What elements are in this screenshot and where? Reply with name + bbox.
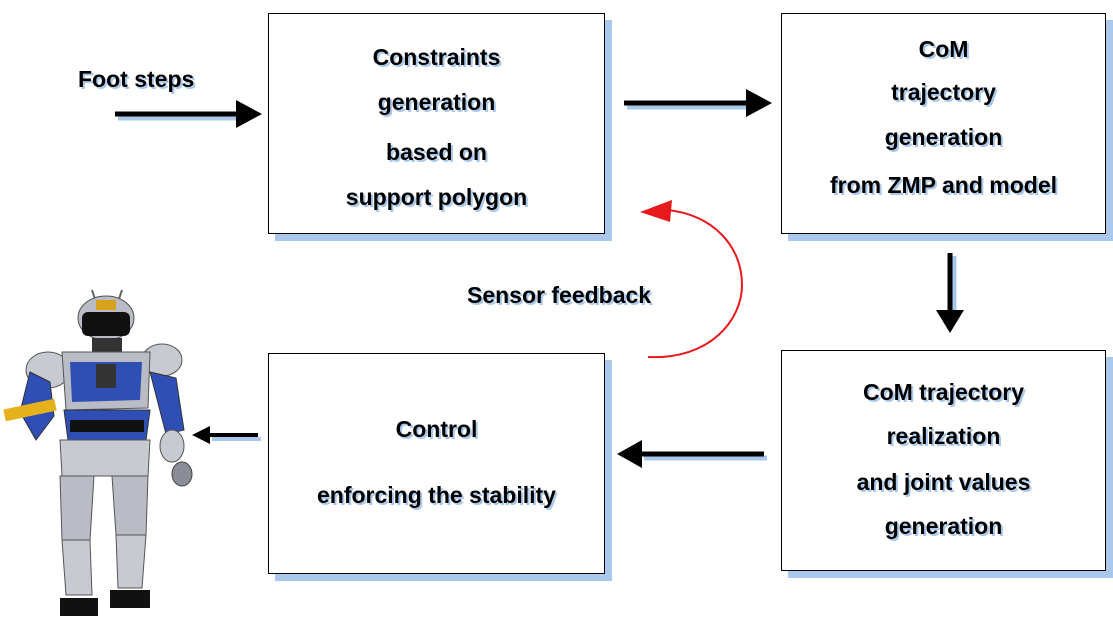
control-box: Control enforcing the stability xyxy=(268,353,605,574)
constraints-line-4: support polygon xyxy=(345,184,528,210)
constraints-generation-box: Constraints generation based on support … xyxy=(268,13,605,234)
com-realization-line-4: generation xyxy=(884,513,1003,539)
humanoid-robot-illustration xyxy=(3,289,193,616)
input-arrow xyxy=(115,100,262,128)
com-generation-line-3: generation xyxy=(884,124,1003,150)
control-line-1: Control xyxy=(395,416,478,442)
arrow-constraints-to-com-generation xyxy=(624,89,772,117)
arrow-control-to-robot xyxy=(192,426,261,444)
com-generation-line-1: CoM xyxy=(918,36,969,62)
com-realization-line-2: realization xyxy=(886,423,1001,449)
com-generation-line-2: trajectory xyxy=(891,79,996,105)
com-generation-line-4: from ZMP and model xyxy=(829,172,1058,198)
arrow-com-generation-to-realization xyxy=(936,253,964,333)
feedback-arrow xyxy=(640,200,744,359)
foot-steps-label: Foot steps xyxy=(78,66,195,92)
com-trajectory-realization-box: CoM trajectory realization and joint val… xyxy=(781,350,1106,571)
arrow-realization-to-control xyxy=(617,440,767,468)
control-line-2: enforcing the stability xyxy=(317,482,556,508)
constraints-line-1: Constraints xyxy=(372,44,501,70)
constraints-line-3: based on xyxy=(386,139,487,165)
com-realization-line-3: and joint values xyxy=(856,469,1031,495)
constraints-line-2: generation xyxy=(377,89,496,115)
sensor-feedback-label: Sensor feedback xyxy=(467,282,652,308)
com-realization-line-1: CoM trajectory xyxy=(862,379,1025,405)
com-trajectory-generation-box: CoM trajectory generation from ZMP and m… xyxy=(781,13,1106,234)
